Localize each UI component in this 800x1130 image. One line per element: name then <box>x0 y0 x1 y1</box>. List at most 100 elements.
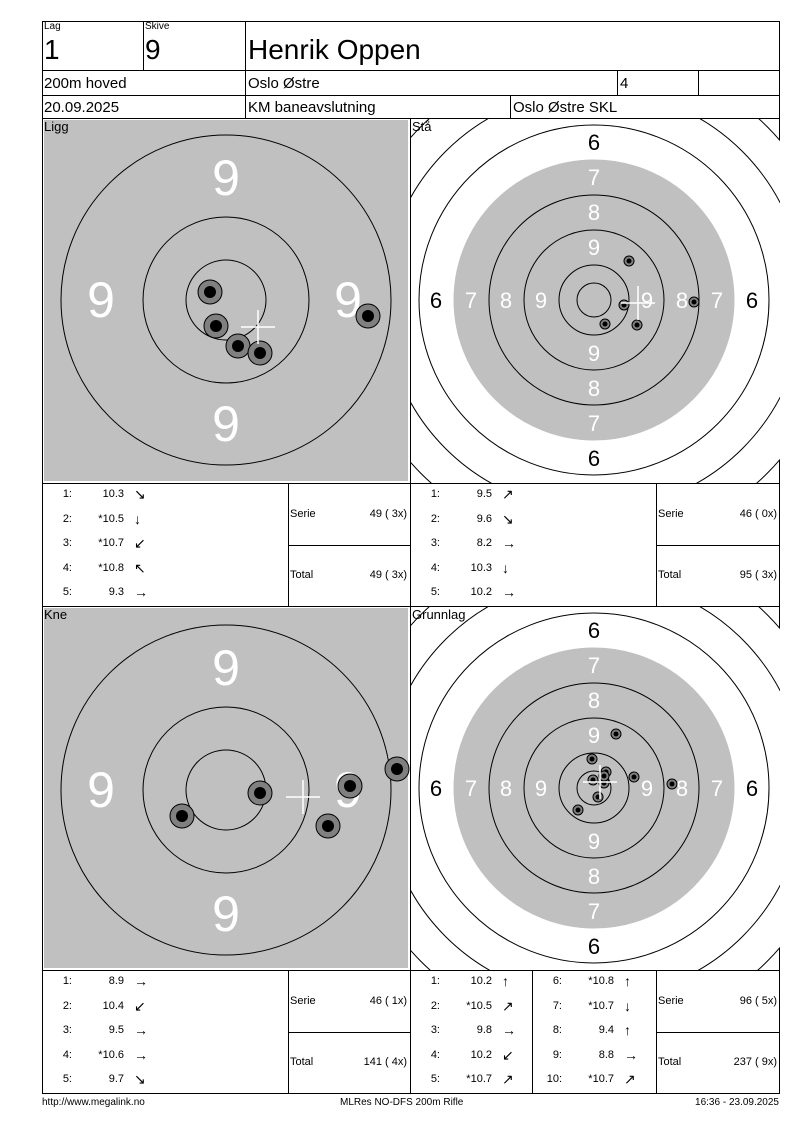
ring-label: 9 <box>212 886 240 942</box>
serie-value: 46 ( 1x) <box>369 995 407 1007</box>
center-crosshair <box>286 780 320 814</box>
ring <box>453 647 735 929</box>
shot-number: 3: <box>430 1024 440 1036</box>
arrow-right-icon: → <box>624 1046 638 1063</box>
ring <box>60 134 392 466</box>
ring-label: 9 <box>535 288 547 313</box>
ring <box>558 752 630 824</box>
arrow-right-icon: → <box>134 1046 148 1063</box>
shot-number: 3: <box>62 537 72 549</box>
arrow-up-icon: ↑ <box>624 973 631 989</box>
center-crosshair <box>583 765 617 799</box>
arrow-down-icon: ↓ <box>624 997 631 1014</box>
shot-value: 9.4 <box>598 1024 614 1036</box>
shooter-name: Henrik Oppen <box>248 34 421 65</box>
shot-number: 2: <box>430 999 440 1012</box>
shot-value: 10.3 <box>470 561 492 574</box>
shot-number: 2: <box>62 512 72 525</box>
ring-label: 9 <box>588 723 600 748</box>
arrow-up-right-icon: ↗ <box>624 1071 636 1087</box>
ring-label: 9 <box>641 776 653 801</box>
target-kne: Kne9999 <box>43 607 410 970</box>
ring-label: 6 <box>588 934 600 959</box>
footer-program: MLRes NO-DFS 200m Rifle <box>340 1097 464 1108</box>
shot-value: 8.9 <box>108 975 124 987</box>
shot-number: 10: <box>546 1073 562 1085</box>
arrow-up-left-icon: ↖ <box>134 559 146 576</box>
arrow-up-right-icon: ↗ <box>502 486 514 502</box>
arrow-right-icon: → <box>134 1022 148 1038</box>
shot-number: 3: <box>62 1024 72 1036</box>
ring-label: 8 <box>588 376 600 401</box>
total-label: Total <box>290 569 314 581</box>
event: KM baneavslutning <box>248 99 376 116</box>
ring-label: 9 <box>87 272 115 328</box>
arrow-right-icon: → <box>502 1022 516 1038</box>
shot-value: 10.3 <box>102 488 124 500</box>
shot-number: 1: <box>430 488 440 500</box>
footer-url[interactable]: http://www.megalink.no <box>42 1097 145 1108</box>
arrow-up-right-icon: ↗ <box>502 997 514 1014</box>
shot-value: 9.6 <box>476 512 492 525</box>
ring-label: 7 <box>588 411 600 436</box>
shot-value: 8.8 <box>598 1048 614 1061</box>
serie-label: Serie <box>658 995 684 1007</box>
panel-title: Ligg <box>44 119 69 134</box>
shot-value: *10.7 <box>466 1073 492 1085</box>
shot-number: 1: <box>62 488 72 500</box>
shot-number: 7: <box>552 999 562 1012</box>
shot-number: 1: <box>62 975 72 987</box>
arrow-up-icon: ↑ <box>624 1022 631 1038</box>
shot-number: 4: <box>62 561 72 574</box>
ring-label: 9 <box>535 776 547 801</box>
ring-label: 8 <box>588 864 600 889</box>
footer-timestamp: 16:36 - 23.09.2025 <box>695 1097 779 1108</box>
ring-label: 9 <box>212 396 240 452</box>
total-label: Total <box>658 1056 682 1068</box>
ring <box>142 216 310 384</box>
shot-value: 9.8 <box>476 1024 492 1036</box>
date: 20.09.2025 <box>44 99 120 116</box>
ring <box>60 624 392 956</box>
arrow-up-right-icon: ↗ <box>502 1071 514 1087</box>
shot-number: 5: <box>430 1073 440 1085</box>
arrow-down-icon: ↓ <box>134 510 141 527</box>
lag-label: Lag <box>44 21 61 32</box>
ring-label: 9 <box>87 762 115 818</box>
shot-number: 2: <box>62 999 72 1012</box>
shot-value: *10.8 <box>588 975 614 987</box>
serie-value: 46 ( 0x) <box>739 508 777 520</box>
panel-title: Grunnlag <box>412 607 466 622</box>
shot-value: 10.4 <box>102 999 124 1012</box>
ring-label: 9 <box>212 640 240 696</box>
club: Oslo Østre <box>248 75 320 92</box>
ring-label: 7 <box>465 776 477 801</box>
arrow-up-icon: ↑ <box>502 973 509 989</box>
ring <box>185 259 267 341</box>
shot-value: *10.5 <box>98 512 124 525</box>
ring-label: 6 <box>746 776 758 801</box>
serie-label: Serie <box>290 995 316 1007</box>
shot-number: 5: <box>62 586 72 598</box>
shot-value: 9.3 <box>108 586 124 598</box>
shot-value: 10.2 <box>470 1048 492 1061</box>
panel-title: Kne <box>44 607 68 622</box>
ring-label: 9 <box>588 341 600 366</box>
shot-value: 9.7 <box>108 1073 124 1085</box>
ring <box>523 717 665 859</box>
center-crosshair <box>241 310 275 344</box>
serie-value: 49 ( 3x) <box>369 508 407 520</box>
total-label: Total <box>658 569 682 581</box>
arrow-right-icon: → <box>502 584 516 600</box>
ring-label: 6 <box>430 776 442 801</box>
shot-number: 4: <box>430 561 440 574</box>
ring-label: 8 <box>676 288 688 313</box>
